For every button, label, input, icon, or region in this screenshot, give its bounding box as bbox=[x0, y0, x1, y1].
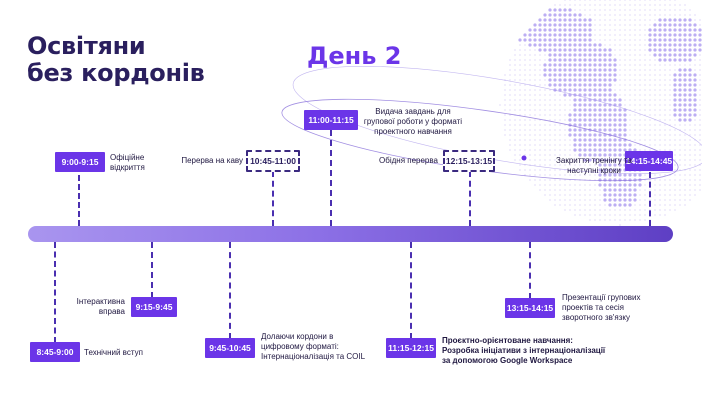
title-line-2: без кордонів bbox=[27, 59, 205, 87]
title-line-1: Освітяни bbox=[27, 32, 146, 60]
event-time-1045: 10:45-11:00 bbox=[246, 150, 300, 172]
event-time-0900: 9:00-9:15 bbox=[55, 152, 105, 172]
event-time-0845: 8:45-9:00 bbox=[30, 342, 80, 362]
page-title: Освітяни без кордонів bbox=[27, 33, 205, 87]
event-connector-0945 bbox=[229, 242, 231, 339]
event-connector-0845 bbox=[54, 242, 56, 343]
day-heading: День 2 bbox=[307, 42, 402, 70]
event-connector-0900 bbox=[78, 175, 80, 226]
event-label-1045: Перерва на каву bbox=[181, 156, 243, 165]
event-time-1415: 14:15-14:45 bbox=[625, 151, 673, 171]
event-connector-1415 bbox=[649, 172, 651, 226]
event-connector-1100 bbox=[330, 130, 332, 226]
event-connector-1045 bbox=[272, 171, 274, 226]
event-time-1115: 11:15-12:15 bbox=[386, 338, 436, 358]
event-connector-1215 bbox=[469, 171, 471, 226]
event-time-0945: 9:45-10:45 bbox=[205, 338, 255, 358]
globe-illustration bbox=[499, 0, 702, 226]
event-time-0915: 9:15-9:45 bbox=[131, 297, 177, 317]
event-label-1115: Проєктно-орієнтоване навчання:Розробка і… bbox=[442, 336, 606, 365]
event-connector-1115 bbox=[410, 242, 412, 339]
event-connector-0915 bbox=[151, 242, 153, 298]
event-time-1315: 13:15-14:15 bbox=[505, 298, 555, 318]
event-connector-1315 bbox=[529, 242, 531, 299]
event-label-1215: Обідня перерва bbox=[379, 156, 438, 165]
timeline-bar bbox=[28, 226, 673, 242]
event-time-1100: 11:00-11:15 bbox=[304, 110, 358, 130]
event-time-1215: 12:15-13:15 bbox=[443, 150, 495, 172]
event-label-0845: Технічний вступ bbox=[84, 348, 143, 357]
